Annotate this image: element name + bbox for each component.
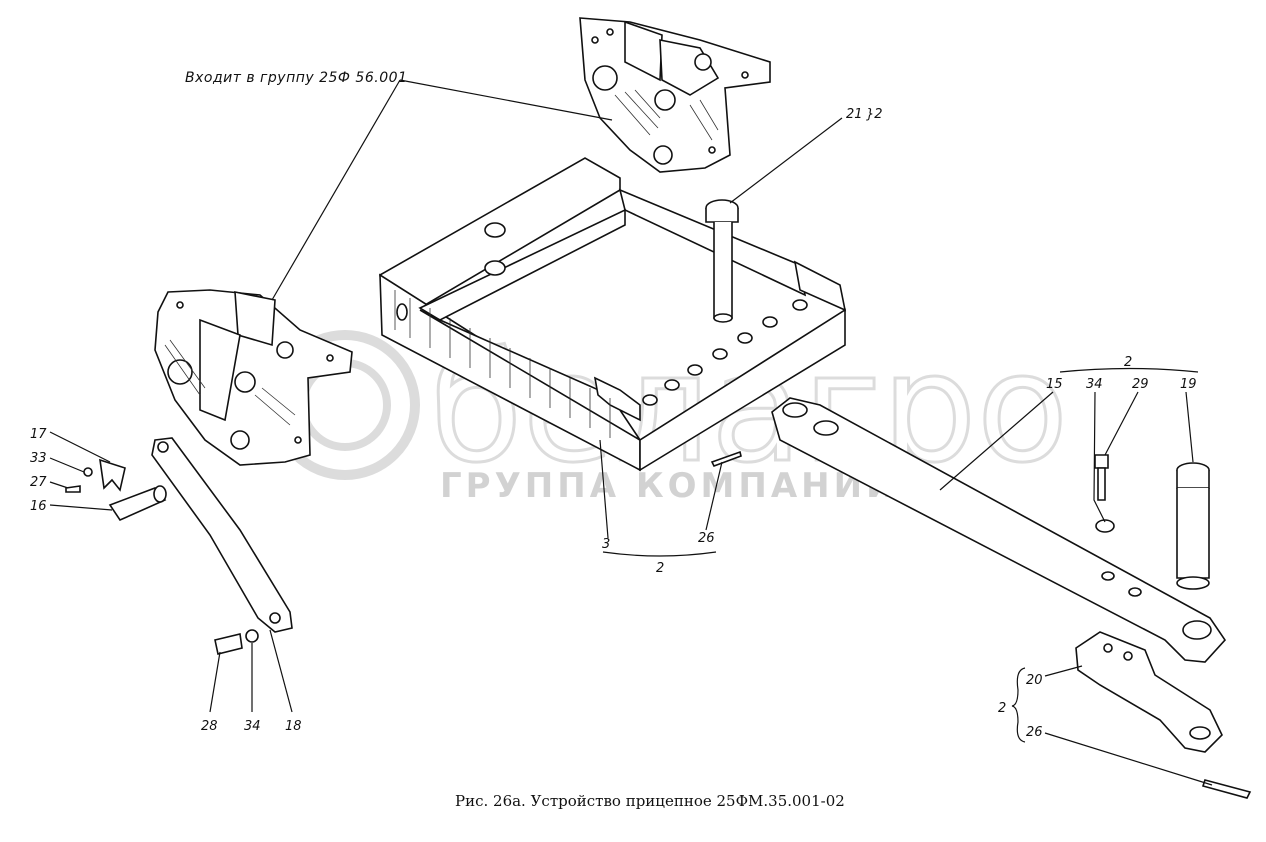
leader-lines <box>49 79 1213 786</box>
callout-33: 33 <box>30 451 47 466</box>
cotter-pin-26-center-part <box>710 450 742 467</box>
callout-21: 21 <box>846 107 863 122</box>
labels: Входит в группу 25Ф 56.001 21 }2 17 33 2… <box>30 70 1197 810</box>
callout-29: 29 <box>1132 377 1149 392</box>
hardware-right <box>1094 454 1210 590</box>
callout-center-qty: 2 <box>656 561 664 576</box>
left-bracket-part <box>154 289 353 466</box>
drawbar-15-part <box>771 397 1227 663</box>
callout-26-center: 26 <box>698 531 715 546</box>
lever-18-part <box>151 437 293 633</box>
callout-19: 19 <box>1180 377 1197 392</box>
callout-26-right: 26 <box>1026 725 1043 740</box>
cotter-pin-26-right-part <box>1201 779 1252 799</box>
bolt-27-part <box>65 485 81 493</box>
callout-3: 3 <box>602 537 610 552</box>
small-parts-left <box>65 458 259 655</box>
callout-bracket-qty: 2 <box>998 701 1006 716</box>
callout-15: 15 <box>1046 377 1063 392</box>
callout-21-qty: }2 <box>866 107 883 122</box>
callout-34-right: 34 <box>1086 377 1103 392</box>
callout-16: 16 <box>30 499 47 514</box>
upper-bracket-part <box>579 17 771 173</box>
figure-caption: Рис. 26а. Устройство прицепное 25ФМ.35.0… <box>455 792 845 810</box>
pin-16-part <box>108 487 167 522</box>
callout-27: 27 <box>30 475 47 490</box>
washer-34-right-part <box>1095 519 1115 533</box>
plate-17-part <box>99 458 126 492</box>
callout-28: 28 <box>201 719 218 734</box>
callout-17: 17 <box>30 427 47 442</box>
washer-34-part <box>245 629 259 643</box>
washer-33-part <box>83 467 93 477</box>
callout-20: 20 <box>1026 673 1043 688</box>
callout-right-group-qty: 2 <box>1124 355 1132 370</box>
clevis-20-part <box>1075 631 1223 753</box>
bolt-29-part <box>1094 454 1109 469</box>
bolt-28-part <box>214 633 243 655</box>
pin-21-part <box>705 199 739 323</box>
watermark-subtitle: ГРУППА КОМПАНИЙ <box>440 465 899 506</box>
callout-34-left: 34 <box>244 719 261 734</box>
callout-18: 18 <box>285 719 302 734</box>
note-group-label: Входит в группу 25Ф 56.001 <box>185 70 407 86</box>
frame-part <box>379 157 847 472</box>
